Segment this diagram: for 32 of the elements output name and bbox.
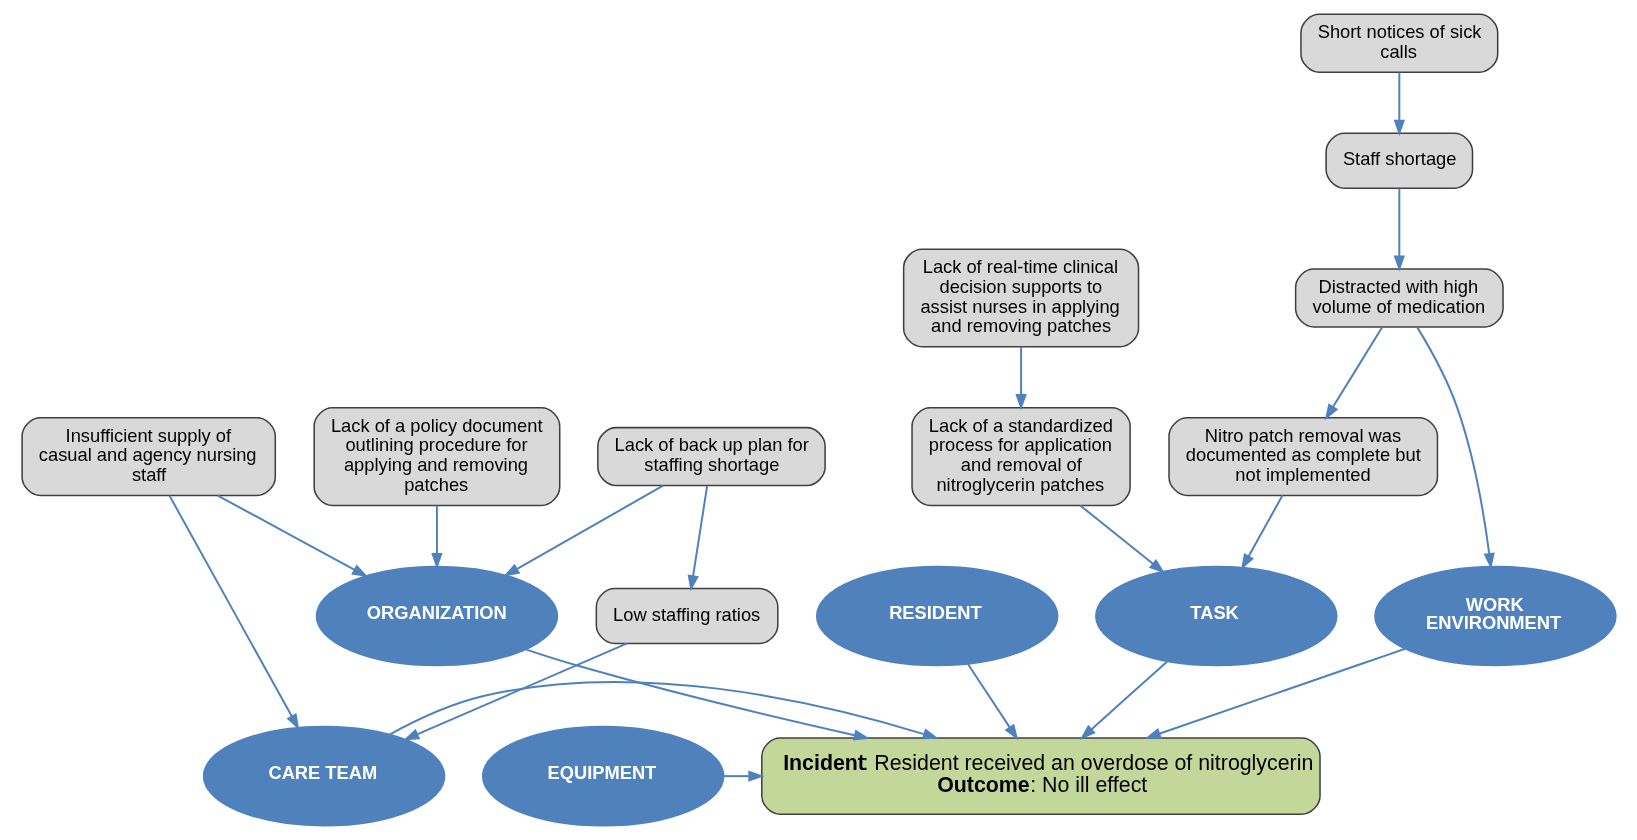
node-box: Lack of a policy document outlining procedure for applying and removing patches bbox=[312, 407, 560, 507]
arrow bbox=[1240, 494, 1283, 570]
node-ellipse: WORK ENVIRONMENT bbox=[1373, 565, 1617, 667]
node-ellipse: TASK bbox=[1094, 565, 1338, 667]
arrow bbox=[216, 494, 368, 578]
arrow bbox=[722, 770, 764, 782]
arrow bbox=[1393, 71, 1405, 136]
arrow bbox=[1324, 326, 1383, 421]
node-box: Nitro patch removal was documented as complete but not implemented bbox=[1167, 416, 1438, 497]
node-box: Lack of a standardized process for application and removal of nitroglycerin patches bbox=[910, 407, 1131, 507]
node-box: Lack of back up plan for staffing shortage bbox=[596, 426, 826, 487]
arrow bbox=[1079, 660, 1168, 740]
arrow bbox=[502, 484, 664, 577]
node-box: Incident: Resident received an overdose of nitroglycerin Outcome: No ill effect bbox=[760, 737, 1321, 816]
arrow bbox=[1393, 187, 1405, 272]
arrow bbox=[1078, 504, 1165, 574]
node-box: Short notices of sick calls bbox=[1299, 13, 1498, 74]
arrow bbox=[388, 681, 939, 740]
node-box: Distracted with high volume of medication bbox=[1294, 268, 1504, 328]
node-box: Staff shortage bbox=[1324, 132, 1473, 189]
arrow bbox=[687, 485, 708, 592]
node-box: Insufficient supply of casual and agency nursing staff bbox=[20, 416, 276, 497]
arrow bbox=[168, 494, 299, 730]
node-ellipse: EQUIPMENT bbox=[481, 725, 724, 827]
node-box: Lack of real-time clinical decision supports to assist nurses in applying and removing patches bbox=[902, 248, 1139, 348]
arrow bbox=[524, 648, 870, 741]
arrow bbox=[402, 642, 628, 741]
node-ellipse: RESIDENT bbox=[815, 565, 1058, 667]
arrow bbox=[1144, 647, 1406, 739]
node-box: Low staffing ratios bbox=[595, 587, 779, 645]
arrow bbox=[1014, 346, 1027, 411]
arrow bbox=[966, 663, 1018, 741]
